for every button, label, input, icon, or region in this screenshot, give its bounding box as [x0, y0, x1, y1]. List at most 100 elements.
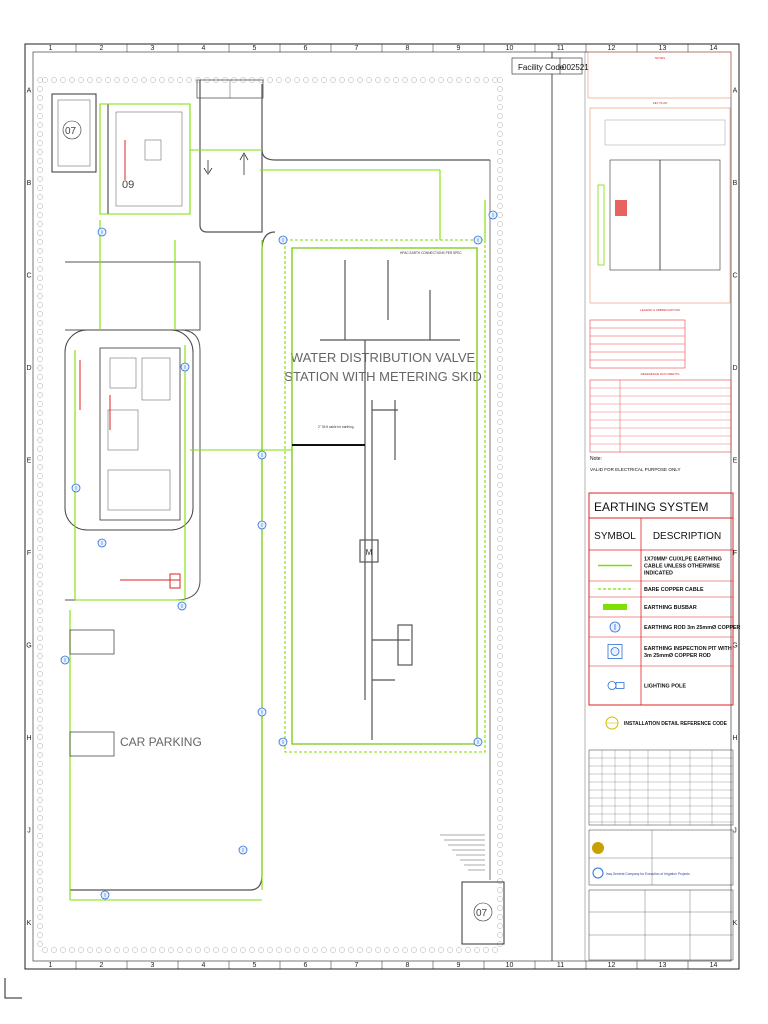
tree-symbol — [438, 77, 444, 83]
tree-symbol — [483, 947, 489, 953]
tree-symbol — [497, 545, 503, 551]
tree-symbol — [492, 947, 498, 953]
tree-symbol — [37, 824, 43, 830]
tree-symbol — [497, 320, 503, 326]
tree-symbol — [37, 104, 43, 110]
tree-symbol — [497, 923, 503, 929]
symbol-header: SYMBOL — [594, 531, 636, 542]
tree-symbol — [37, 734, 43, 740]
key-plan-heading: KEY PLAN — [653, 101, 668, 105]
note-label: Note: — [590, 456, 602, 462]
tree-symbol — [497, 185, 503, 191]
tree-symbol — [37, 158, 43, 164]
tree-symbol — [37, 410, 43, 416]
building-09-label: 09 — [122, 179, 134, 191]
tree-symbol — [37, 761, 43, 767]
key-plan — [589, 107, 731, 304]
tree-symbol — [37, 860, 43, 866]
tree-symbol — [492, 77, 498, 83]
tree-symbol — [141, 947, 147, 953]
tree-symbol — [497, 671, 503, 677]
tree-symbol — [497, 392, 503, 398]
tree-symbol — [195, 947, 201, 953]
reference-table — [589, 379, 732, 453]
tree-symbol — [497, 779, 503, 785]
tree-symbol — [497, 140, 503, 146]
tree-symbol — [37, 473, 43, 479]
tree-symbol — [497, 878, 503, 884]
grid-row-label: C — [732, 272, 737, 279]
tree-symbol — [483, 77, 489, 83]
tree-symbol — [37, 401, 43, 407]
tree-symbol — [497, 464, 503, 470]
facility-code-box — [511, 57, 583, 75]
tree-symbol — [37, 545, 43, 551]
tree-symbol — [37, 563, 43, 569]
tree-symbol — [37, 671, 43, 677]
tree-symbol — [78, 77, 84, 83]
tree-symbol — [497, 905, 503, 911]
tree-symbol — [497, 842, 503, 848]
tree-symbol — [497, 572, 503, 578]
tree-symbol — [37, 140, 43, 146]
tree-symbol — [497, 203, 503, 209]
tree-symbol — [37, 698, 43, 704]
grid-row-label: E — [27, 457, 32, 464]
meter-label: M — [366, 548, 373, 557]
tree-symbol — [497, 347, 503, 353]
tree-symbol — [204, 947, 210, 953]
tree-symbol — [393, 947, 399, 953]
tree-symbol — [168, 77, 174, 83]
grid-row-label: B — [27, 180, 32, 187]
tree-symbol — [141, 77, 147, 83]
tree-symbol — [168, 947, 174, 953]
grid-row-label: J — [27, 827, 31, 834]
tree-symbol — [177, 947, 183, 953]
tree-symbol — [37, 527, 43, 533]
tree-symbol — [497, 752, 503, 758]
installation-ref-text: INSTALLATION DETAIL REFERENCE CODE — [624, 721, 728, 727]
tree-symbol — [37, 941, 43, 947]
inspection-pit-icon — [607, 644, 623, 659]
building-07-bottom — [461, 881, 505, 945]
tree-symbol — [37, 293, 43, 299]
road-edge — [70, 231, 276, 891]
tree-symbol — [37, 239, 43, 245]
grid-column-label: 1 — [49, 45, 53, 52]
tree-symbol — [37, 419, 43, 425]
legend-heading: LEGEND & ABBREVIATIONS — [640, 308, 680, 312]
title-block: Facility Code 002521 NOTES KEY PLAN LEGE… — [511, 51, 741, 961]
tree-symbol — [497, 626, 503, 632]
tree-symbol — [37, 923, 43, 929]
tree-symbol — [497, 761, 503, 767]
tree-symbol — [497, 806, 503, 812]
tree-symbol — [497, 851, 503, 857]
legend-description: LIGHTING POLE — [644, 684, 686, 690]
tree-symbol — [497, 356, 503, 362]
grid-column-label: 13 — [659, 962, 667, 969]
tree-symbol — [303, 77, 309, 83]
tree-symbol — [393, 77, 399, 83]
tree-symbol — [87, 947, 93, 953]
tree-symbol — [37, 680, 43, 686]
tree-symbol — [497, 581, 503, 587]
earthing-pits — [60, 210, 498, 900]
note-text: VALID FOR ELECTRICAL PURPOSE ONLY — [590, 467, 681, 472]
tree-symbol — [37, 113, 43, 119]
grid-row-label: B — [733, 180, 738, 187]
down-arrow — [203, 160, 213, 175]
corner-mark — [4, 978, 22, 999]
grid-row-label: H — [26, 735, 31, 742]
substation-inner — [99, 347, 181, 521]
tree-symbol — [497, 248, 503, 254]
tree-symbol — [87, 77, 93, 83]
tree-symbol — [357, 947, 363, 953]
tree-symbol — [497, 707, 503, 713]
tree-symbol — [465, 947, 471, 953]
tree-symbol — [37, 311, 43, 317]
tree-symbol — [105, 947, 111, 953]
grid-column-label: 14 — [710, 45, 718, 52]
tree-symbol — [159, 77, 165, 83]
tree-symbol — [37, 383, 43, 389]
tree-symbol — [438, 947, 444, 953]
